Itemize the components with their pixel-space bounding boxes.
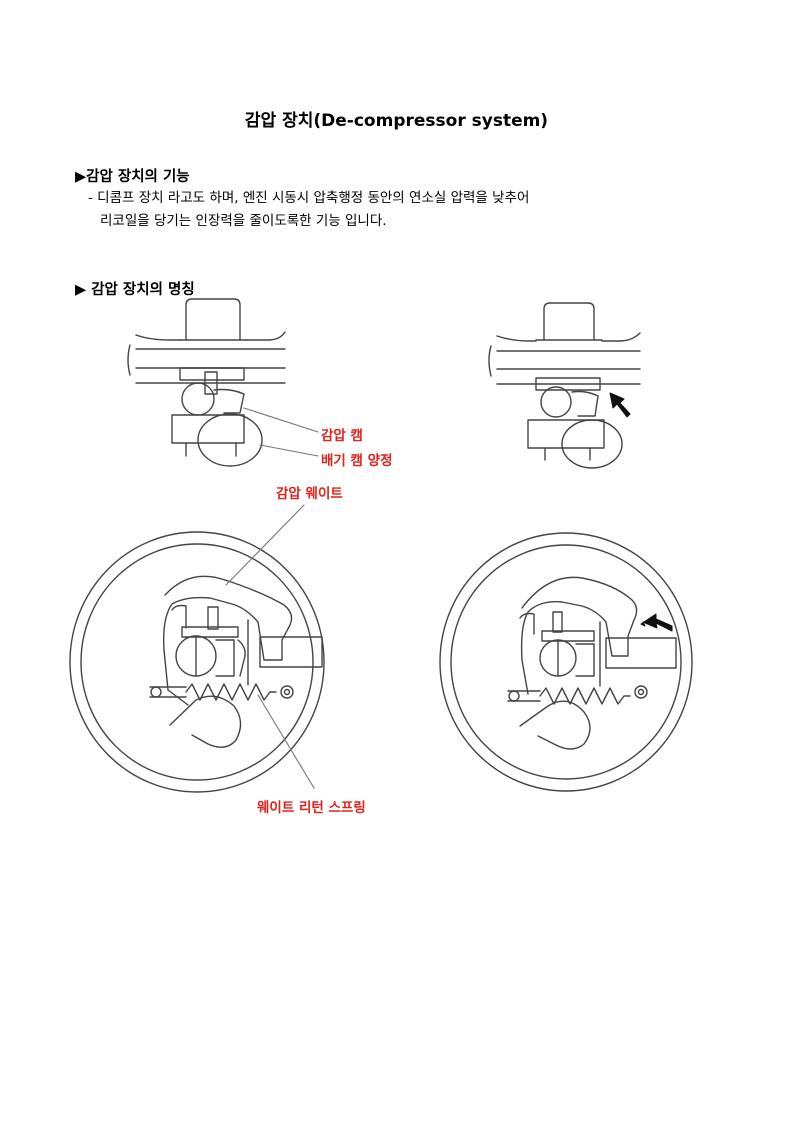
decomp-cam-ball xyxy=(181,382,215,416)
leader-return-spring xyxy=(257,694,315,789)
leader-exhaust-lift xyxy=(259,444,319,457)
lift-circle-left xyxy=(197,413,263,467)
section-heading-function: ▶감압 장치의 기능 xyxy=(75,169,190,185)
leader-decomp-weight xyxy=(225,504,305,586)
camshaft-side-view-left xyxy=(127,298,319,467)
label-decomp-weight: 감압 웨이트 xyxy=(276,486,343,502)
description-line-1: - 디콤프 장치 라고도 하며, 엔진 시동시 압축행정 동안의 연소실 압력을… xyxy=(88,190,530,206)
arrow-left-icon xyxy=(640,613,673,632)
label-decomp-cam: 감압 캠 xyxy=(321,428,363,444)
arrow-up-left-icon xyxy=(609,392,631,418)
flywheel-front-view-left xyxy=(69,504,325,793)
function-description: - 디콤프 장치 라고도 하며, 엔진 시동시 압축행정 동안의 연소실 압력을… xyxy=(88,187,529,233)
lift-circle-right xyxy=(561,419,623,469)
decomp-weight-outline xyxy=(162,575,293,706)
label-weight-return-spring: 웨이트 리턴 스프링 xyxy=(257,800,366,816)
leader-decomp-cam xyxy=(243,407,319,433)
flywheel-front-view-right xyxy=(439,532,693,792)
description-line-2: 리코일을 당기는 인장력을 줄이도록한 기능 입니다. xyxy=(100,213,387,229)
section-heading-names: ▶ 감압 장치의 명칭 xyxy=(75,282,195,298)
page-title: 감압 장치(De-compressor system) xyxy=(244,111,549,131)
camshaft-side-view-right xyxy=(488,302,641,469)
return-spring xyxy=(185,683,277,701)
label-exhaust-cam-lift: 배기 캠 양정 xyxy=(321,453,393,469)
